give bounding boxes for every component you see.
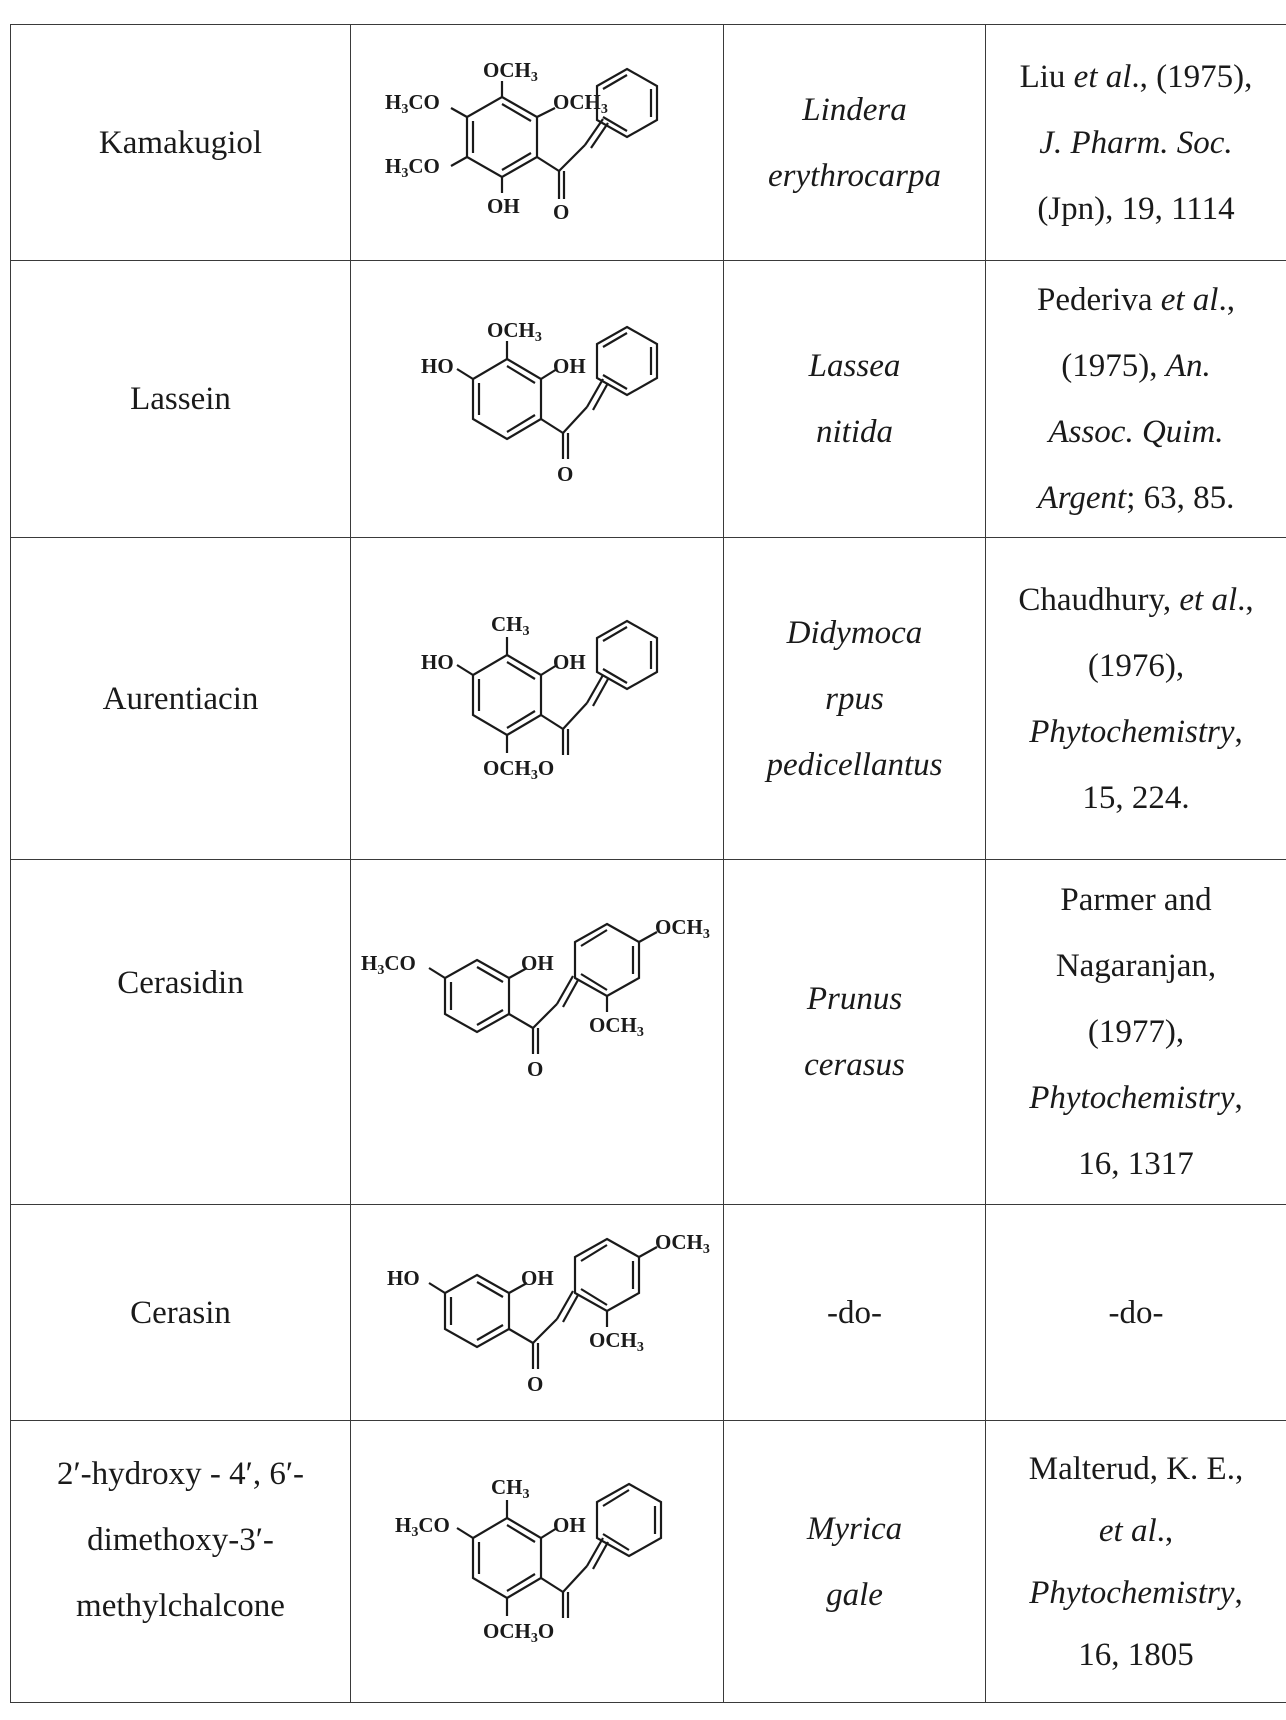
structure-label: O bbox=[527, 1057, 543, 1081]
chemical-structure-drawing: CH3 H3CO OH OCH3O bbox=[395, 1475, 663, 1646]
structure-label: HO bbox=[421, 650, 454, 674]
structure-label: OH bbox=[521, 951, 554, 975]
reference-citation: Malterud, K. E., et al., Phytochemistry,… bbox=[985, 1420, 1286, 1703]
table-row: Cerasin HO OH OCH3 OCH3 O bbox=[10, 1204, 1286, 1421]
structure-label: OCH3 bbox=[483, 58, 538, 85]
table-row: Aurentiacin CH3 HO OH OCH3O bbox=[10, 537, 1286, 860]
chemical-structure-drawing: HO OH OCH3 OCH3 O bbox=[387, 1230, 710, 1396]
reference-citation: Liu et al., (1975), J. Pharm. Soc. (Jpn)… bbox=[985, 24, 1286, 261]
structure-label: H3CO bbox=[385, 154, 440, 181]
reference-citation: Chaudhury, et al., (1976), Phytochemistr… bbox=[985, 537, 1286, 860]
structure-label: O bbox=[527, 1372, 543, 1396]
structure-label: O bbox=[557, 462, 573, 486]
structure-label: H3CO bbox=[361, 951, 416, 978]
table-row: Kamakugiol OCH3 H3CO H3CO OCH3 OH bbox=[10, 24, 1286, 261]
compound-name: Aurentiacin bbox=[10, 537, 351, 860]
compound-name: 2′-hydroxy - 4′, 6′- dimethoxy-3′- methy… bbox=[10, 1420, 351, 1703]
structure-label: OCH3 bbox=[589, 1328, 644, 1355]
structure-label: H3CO bbox=[395, 1513, 450, 1540]
structure-label: OH bbox=[521, 1266, 554, 1290]
structure-label: OH bbox=[487, 194, 520, 218]
structure-label: OCH3 bbox=[589, 1013, 644, 1040]
structure-label: OCH3O bbox=[483, 1619, 554, 1646]
structure-label: OCH3 bbox=[487, 318, 542, 345]
structure-label: OCH3 bbox=[655, 1230, 710, 1257]
structure-label: HO bbox=[387, 1266, 420, 1290]
structure-label: CH3 bbox=[491, 1475, 530, 1502]
compound-name: Kamakugiol bbox=[10, 24, 351, 261]
structure-cell: HO OH OCH3 OCH3 O bbox=[350, 1204, 724, 1421]
structure-cell: CH3 H3CO OH OCH3O bbox=[350, 1420, 724, 1703]
structure-cell: OCH3 HO OH O bbox=[350, 260, 724, 538]
source-plant: Prunus cerasus bbox=[723, 859, 986, 1205]
structure-label: OCH3O bbox=[483, 756, 554, 783]
table-row: Lassein OCH3 HO OH O Lassea bbox=[10, 260, 1286, 538]
chalcone-table: Kamakugiol OCH3 H3CO H3CO OCH3 OH bbox=[10, 24, 1286, 1703]
structure-cell: CH3 HO OH OCH3O bbox=[350, 537, 724, 860]
compound-name: Cerasin bbox=[10, 1204, 351, 1421]
structure-label: OH bbox=[553, 650, 586, 674]
table-row: Cerasidin H3CO OH OCH3 OCH3 O bbox=[10, 859, 1286, 1205]
source-plant: Lassea nitida bbox=[723, 260, 986, 538]
reference-citation: Parmer and Nagaranjan, (1977), Phytochem… bbox=[985, 859, 1286, 1205]
compound-name: Lassein bbox=[10, 260, 351, 538]
chemical-structure-drawing: H3CO OH OCH3 OCH3 O bbox=[361, 915, 710, 1081]
structure-label: OCH3 bbox=[655, 915, 710, 942]
source-plant: Didymoca rpus pedicellantus bbox=[723, 537, 986, 860]
source-plant: -do- bbox=[723, 1204, 986, 1421]
reference-citation: -do- bbox=[985, 1204, 1286, 1421]
structure-cell: OCH3 H3CO H3CO OCH3 OH O bbox=[350, 24, 724, 261]
structure-label: H3CO bbox=[385, 90, 440, 117]
structure-label: OH bbox=[553, 354, 586, 378]
chemical-structure-drawing: CH3 HO OH OCH3O bbox=[421, 612, 659, 783]
chemical-structure-drawing: OCH3 H3CO H3CO OCH3 OH O bbox=[385, 58, 659, 224]
structure-label: OH bbox=[553, 1513, 586, 1537]
structure-label: CH3 bbox=[491, 612, 530, 639]
table-row: 2′-hydroxy - 4′, 6′- dimethoxy-3′- methy… bbox=[10, 1420, 1286, 1703]
source-plant: Myrica gale bbox=[723, 1420, 986, 1703]
structure-label: OCH3 bbox=[553, 90, 608, 117]
source-plant: Lindera erythrocarpa bbox=[723, 24, 986, 261]
structure-label: O bbox=[553, 200, 569, 224]
structure-label: HO bbox=[421, 354, 454, 378]
compound-name: Cerasidin bbox=[10, 859, 351, 1205]
chemical-structure-drawing: OCH3 HO OH O bbox=[421, 318, 659, 486]
reference-citation: Pederiva et al., (1975), An. Assoc. Quim… bbox=[985, 260, 1286, 538]
structure-cell: H3CO OH OCH3 OCH3 O bbox=[350, 859, 724, 1205]
